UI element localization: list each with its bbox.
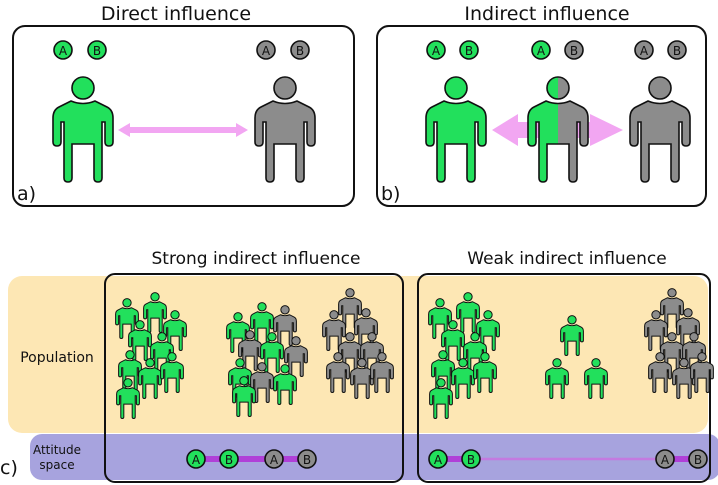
- svg-text:A: A: [192, 453, 201, 467]
- population-label: Population: [20, 350, 94, 366]
- attitude-label-line2: space: [39, 458, 74, 472]
- badge-b: B: [461, 449, 481, 469]
- badge-a: A: [426, 40, 446, 60]
- badge-a: A: [256, 40, 276, 60]
- svg-text:B: B: [465, 44, 473, 58]
- svg-text:B: B: [225, 453, 233, 467]
- svg-text:B: B: [296, 44, 304, 58]
- badge-group-b-right: A B: [634, 40, 687, 60]
- badge-group-b-left: A B: [426, 40, 479, 60]
- badge-a: A: [634, 40, 654, 60]
- badge-group-a-right: A B: [256, 40, 310, 60]
- attitude-weak: A B A B: [428, 449, 708, 469]
- svg-text:B: B: [694, 453, 702, 467]
- svg-text:B: B: [303, 453, 311, 467]
- panel-b: Indirect influence A B A B A B b): [376, 3, 707, 207]
- svg-text:A: A: [537, 44, 546, 58]
- panel-c: Strong indirect influence Weak indirect …: [0, 249, 718, 483]
- attitude-strong: A B A B: [186, 449, 317, 469]
- panel-a: Direct influence A B A B a): [12, 3, 355, 207]
- attitude-label-line1: Attitude: [33, 443, 81, 457]
- panel-b-letter: b): [381, 183, 400, 205]
- svg-text:B: B: [467, 453, 475, 467]
- badge-a: A: [53, 40, 73, 60]
- badge-b: B: [87, 40, 107, 60]
- badge-group-a-left: A B: [53, 40, 107, 60]
- svg-text:B: B: [93, 44, 101, 58]
- badge-b: B: [688, 449, 708, 469]
- badge-b: B: [667, 40, 687, 60]
- attitude-band: [30, 434, 718, 480]
- badge-b: B: [219, 449, 239, 469]
- svg-text:A: A: [432, 44, 441, 58]
- badge-group-b-middle: A B: [531, 40, 584, 60]
- badge-b: B: [290, 40, 310, 60]
- svg-text:A: A: [434, 453, 443, 467]
- badge-a: A: [186, 449, 206, 469]
- svg-text:A: A: [640, 44, 649, 58]
- badge-a: A: [264, 449, 284, 469]
- strong-title: Strong indirect influence: [152, 249, 361, 269]
- badge-a: A: [655, 449, 675, 469]
- panel-b-title: Indirect influence: [464, 3, 629, 25]
- badge-b: B: [297, 449, 317, 469]
- panel-c-letter: c): [0, 457, 18, 479]
- strong-frame: [104, 273, 404, 483]
- badge-a: A: [531, 40, 551, 60]
- svg-text:B: B: [570, 44, 578, 58]
- svg-text:A: A: [270, 453, 279, 467]
- svg-text:A: A: [262, 44, 271, 58]
- svg-text:B: B: [673, 44, 681, 58]
- double-arrow-icon: [118, 123, 248, 137]
- svg-text:A: A: [661, 453, 670, 467]
- badge-a: A: [428, 449, 448, 469]
- weak-title: Weak indirect influence: [467, 249, 666, 269]
- badge-b: B: [564, 40, 584, 60]
- panel-a-title: Direct influence: [101, 3, 251, 25]
- panel-a-letter: a): [17, 183, 36, 205]
- badge-b: B: [459, 40, 479, 60]
- svg-text:A: A: [59, 44, 68, 58]
